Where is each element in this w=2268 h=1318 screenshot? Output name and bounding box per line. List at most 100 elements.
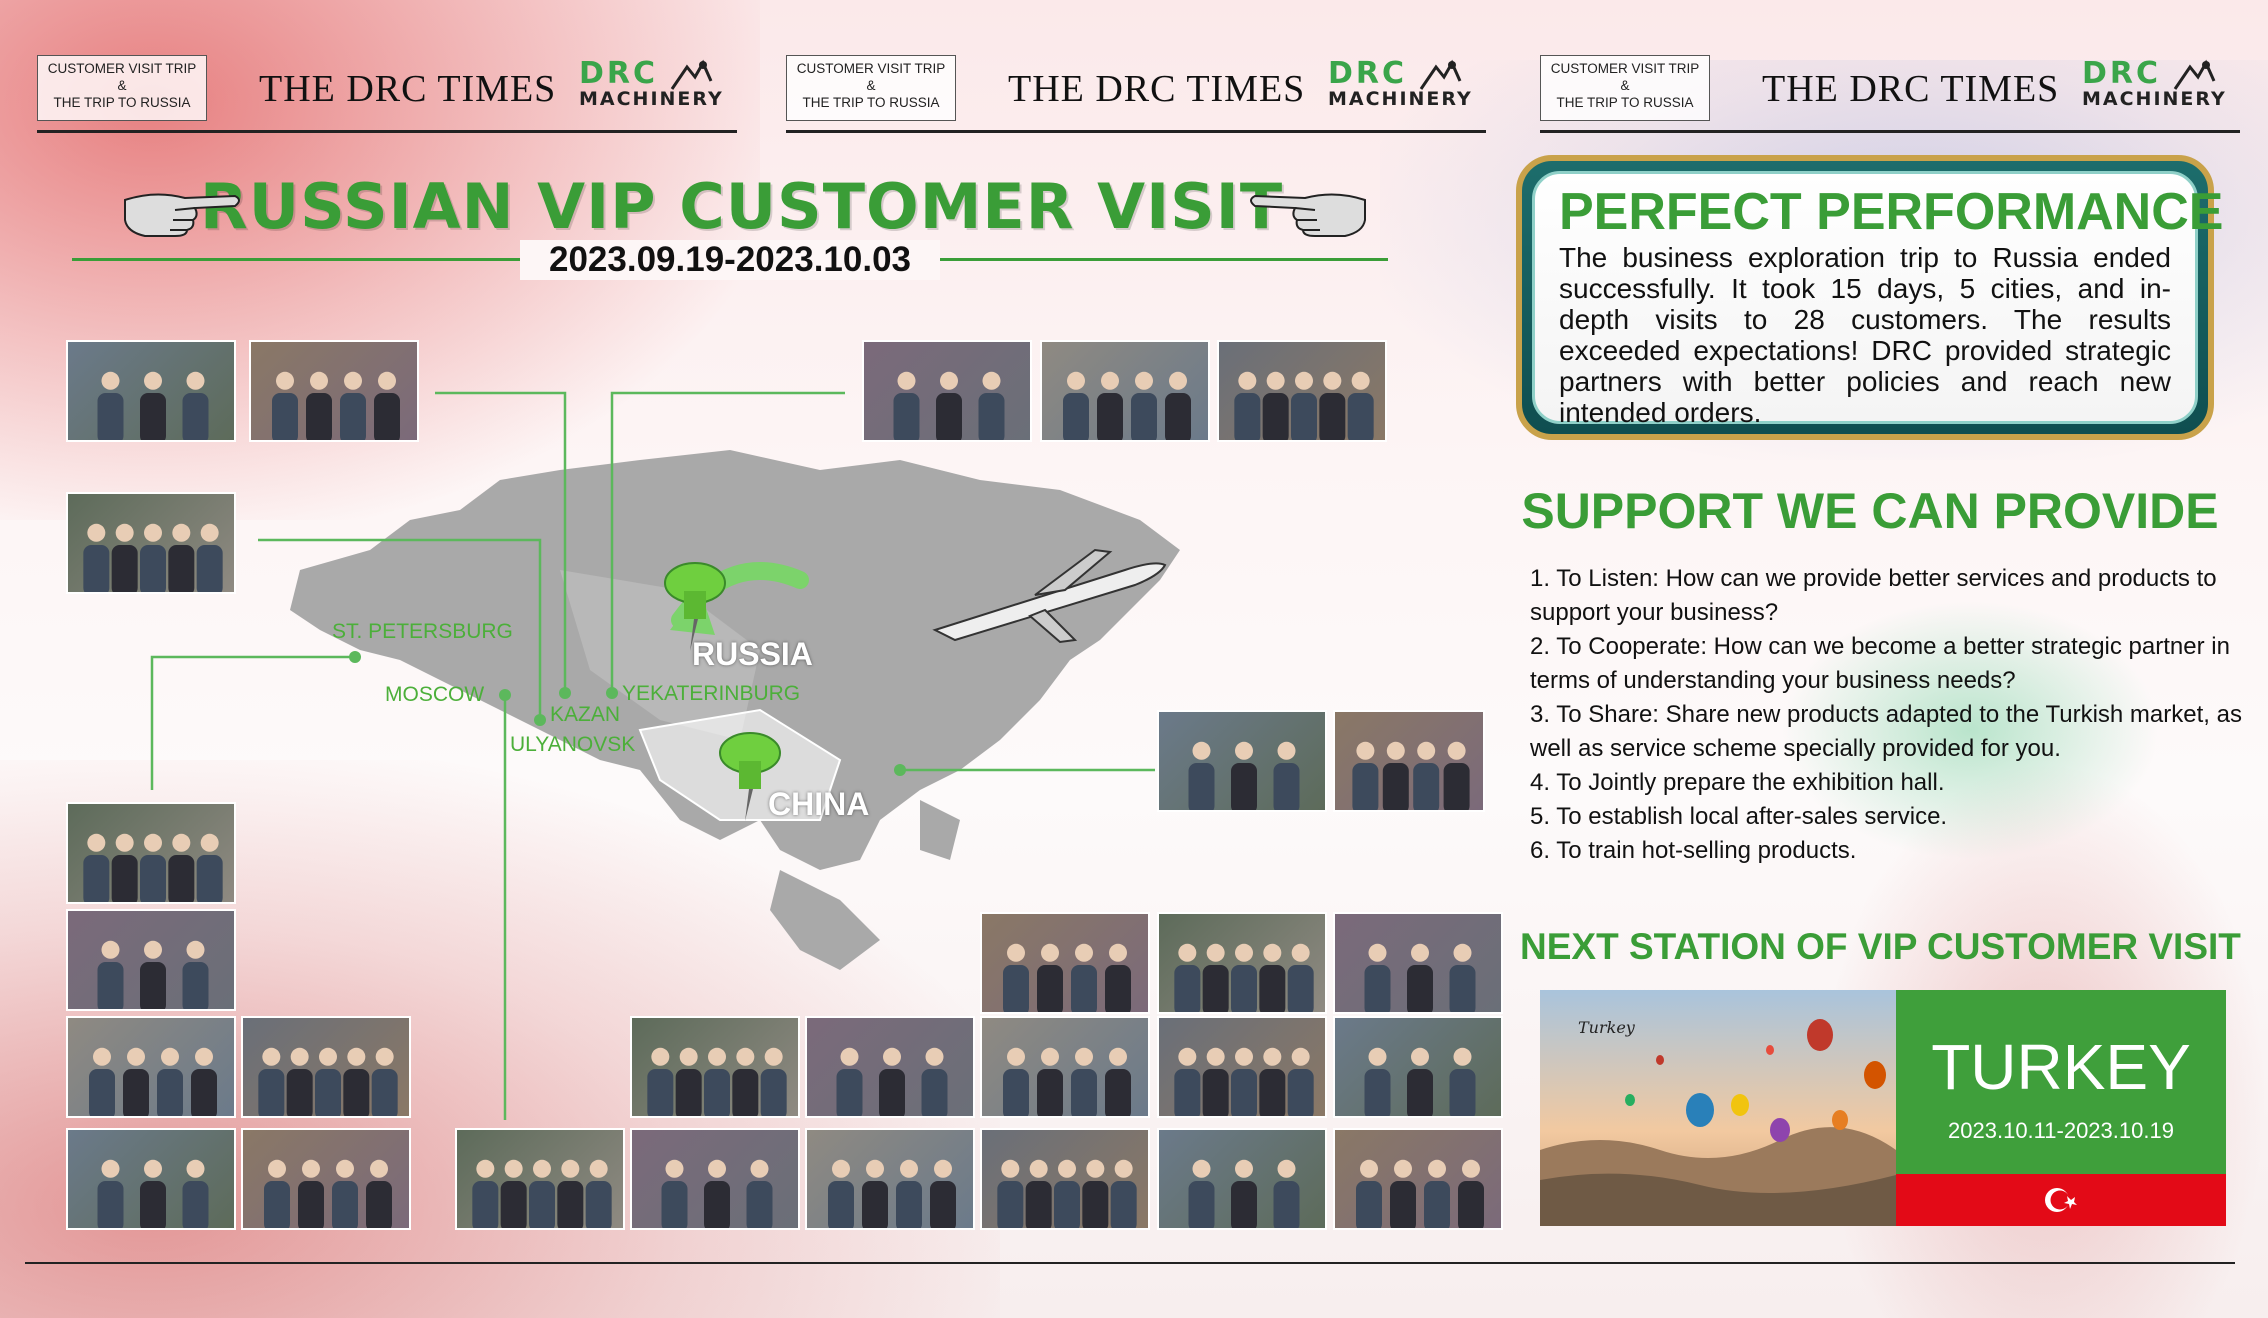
support-item: 3. To Share: Share new products adapted …: [1530, 701, 2242, 762]
person-body: [500, 1181, 527, 1228]
person-body: [1003, 965, 1029, 1012]
person-head: [144, 1159, 162, 1178]
person-body: [879, 1069, 905, 1116]
person-body: [930, 1181, 956, 1228]
people-silhouettes: [1003, 1047, 1131, 1116]
person-head: [679, 1047, 698, 1066]
person-head: [347, 1047, 366, 1066]
customer-visit-photo: [241, 1016, 411, 1118]
person-head: [1192, 1159, 1211, 1178]
trip-tag: CUSTOMER VISIT TRIP&THE TRIP TO RUSSIA: [37, 55, 207, 121]
person-head: [144, 371, 162, 390]
person-body: [1319, 393, 1346, 440]
person-body: [366, 1181, 392, 1228]
person-head: [1291, 943, 1310, 962]
person-body: [704, 1181, 730, 1228]
person-body: [258, 1069, 285, 1116]
person-body: [286, 1069, 313, 1116]
header-column-1: CUSTOMER VISIT TRIP&THE TRIP TO RUSSIA T…: [37, 55, 737, 135]
person-head: [115, 833, 134, 852]
person-head: [1206, 1047, 1225, 1066]
drc-logo: DRC MACHINERY: [579, 56, 724, 110]
person-head: [1368, 1047, 1387, 1066]
person-body: [675, 1069, 702, 1116]
person-body: [1234, 393, 1261, 440]
person-body: [1273, 1181, 1300, 1228]
person-body: [272, 393, 298, 440]
person-body: [1449, 1069, 1476, 1116]
person-head: [934, 1159, 952, 1178]
masthead-title: THE DRC TIMES: [1762, 68, 2060, 110]
person-head: [1323, 371, 1342, 390]
person-head: [268, 1159, 286, 1178]
logo-mark-icon: [2173, 59, 2216, 90]
person-head: [764, 1047, 783, 1066]
person-head: [1075, 943, 1093, 962]
person-body: [111, 855, 138, 902]
pointing-hand-icon: [124, 193, 240, 237]
person-body: [760, 1069, 787, 1116]
person-body: [1202, 965, 1229, 1012]
trip-date-range: 2023.09.19-2023.10.03: [520, 240, 940, 280]
customer-visit-photo: [805, 1016, 975, 1118]
person-body: [1356, 1181, 1382, 1228]
customer-visit-photo: [66, 1128, 236, 1230]
person-body: [1407, 1069, 1433, 1116]
turkey-flag: [1896, 1174, 2226, 1226]
person-body: [374, 393, 400, 440]
person-head: [370, 1159, 388, 1178]
person-body: [828, 1181, 854, 1228]
people-silhouettes: [83, 523, 223, 592]
person-body: [1231, 763, 1257, 810]
person-head: [1235, 943, 1253, 962]
person-head: [1109, 943, 1127, 962]
city-dot: [606, 687, 618, 699]
crescent-star-icon: [2045, 1188, 2077, 1212]
person-body: [83, 545, 110, 592]
person-body: [1105, 1069, 1131, 1116]
turkey-card: TURKEY 2023.10.11-2023.10.19: [1896, 990, 2226, 1226]
support-item: 1. To Listen: How can we provide better …: [1530, 565, 2217, 626]
person-head: [336, 1159, 354, 1178]
customer-visit-photo: [249, 340, 419, 442]
airplane-icon: [932, 548, 1167, 644]
person-body: [1037, 1069, 1063, 1116]
person-head: [897, 371, 916, 390]
person-body: [168, 855, 195, 902]
person-head: [1235, 1159, 1253, 1178]
person-head: [101, 371, 120, 390]
main-title: RUSSIAN VIP CUSTOMER VISIT: [200, 170, 1284, 243]
person-head: [115, 523, 134, 542]
person-body: [746, 1181, 773, 1228]
person-body: [1407, 965, 1433, 1012]
person-body: [1382, 763, 1409, 810]
person-body: [1174, 1069, 1201, 1116]
person-body: [140, 1181, 166, 1228]
people-silhouettes: [893, 371, 1005, 440]
people-silhouettes: [1003, 943, 1131, 1012]
person-head: [504, 1159, 523, 1178]
city-label-st-petersburg: ST. PETERSBURG: [332, 620, 513, 643]
customer-visit-photo: [980, 1016, 1150, 1118]
person-body: [140, 962, 166, 1009]
person-body: [140, 855, 166, 902]
person-body: [371, 1069, 398, 1116]
people-silhouettes: [1174, 1047, 1314, 1116]
person-head: [476, 1159, 495, 1178]
person-body: [1097, 393, 1123, 440]
person-head: [262, 1047, 281, 1066]
customer-visit-photo: [66, 909, 236, 1011]
person-head: [1386, 741, 1405, 760]
person-head: [1428, 1159, 1446, 1178]
person-body: [1262, 393, 1289, 440]
masthead-title: THE DRC TIMES: [259, 68, 557, 110]
people-silhouettes: [1364, 943, 1476, 1012]
bottom-rule: [25, 1262, 2235, 1264]
person-head: [832, 1159, 850, 1178]
person-head: [1109, 1047, 1127, 1066]
customer-visit-photo: [66, 1016, 236, 1118]
person-head: [1266, 371, 1285, 390]
person-body: [1231, 1069, 1257, 1116]
customer-visit-photo: [630, 1128, 800, 1230]
country-label-russia: RUSSIA: [692, 636, 813, 672]
